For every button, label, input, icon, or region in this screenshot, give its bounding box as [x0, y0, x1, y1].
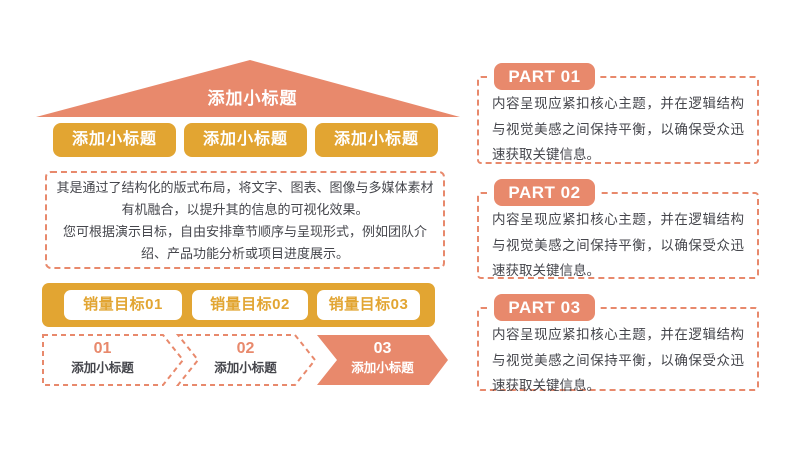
step-arrow-2-outline	[175, 334, 317, 386]
part-1-body-box: 内容呈现应紧扣核心主题，并在逻辑结构与视觉美感之间保持平衡，以确保受众迅速获取关…	[477, 76, 759, 164]
sales-goal-button-2: 销量目标02	[192, 290, 308, 320]
step-3-number: 03	[373, 340, 392, 357]
part-2-body-text: 内容呈现应紧扣核心主题，并在逻辑结构与视觉美感之间保持平衡，以确保受众迅速获取关…	[492, 212, 744, 278]
part-1-badge: PART 01	[494, 63, 595, 90]
part-3-body-text: 内容呈现应紧扣核心主题，并在逻辑结构与视觉美感之间保持平衡，以确保受众迅速获取关…	[492, 327, 744, 393]
step-2-number: 02	[236, 340, 255, 357]
part-2-body-box: 内容呈现应紧扣核心主题，并在逻辑结构与视觉美感之间保持平衡，以确保受众迅速获取关…	[477, 192, 759, 279]
step-arrow-1-outline	[42, 334, 185, 386]
process-arrows-shape	[42, 334, 448, 386]
room-box-1: 添加小标题	[53, 123, 176, 157]
roof-title: 添加小标题	[207, 89, 298, 108]
part-3-badge: PART 03	[494, 294, 595, 321]
room-box-3: 添加小标题	[315, 123, 438, 157]
step-1-number: 01	[93, 340, 112, 357]
step-1: 01 添加小标题	[55, 338, 150, 378]
sales-goal-button-1: 销量目标01	[64, 290, 182, 320]
description-box: 其是通过了结构化的版式布局，将文字、图表、图像与多媒体素材有机融合，以提升其的信…	[45, 171, 445, 269]
part-3-body-box: 内容呈现应紧扣核心主题，并在逻辑结构与视觉美感之间保持平衡，以确保受众迅速获取关…	[477, 307, 759, 393]
sales-goal-bar: 销量目标01 销量目标02 销量目标03	[42, 283, 435, 327]
part-1-body-text: 内容呈现应紧扣核心主题，并在逻辑结构与视觉美感之间保持平衡，以确保受众迅速获取关…	[492, 96, 744, 162]
step-1-label: 添加小标题	[71, 361, 134, 375]
step-2-label: 添加小标题	[214, 361, 277, 375]
description-paragraph-2: 您可根据演示目标，自由安排章节顺序与呈现形式，例如团队介绍、产品功能分析或项目进…	[62, 224, 427, 261]
roof-triangle-shape	[36, 60, 460, 117]
step-3-label: 添加小标题	[351, 361, 414, 375]
description-paragraph-1: 其是通过了结构化的版式布局，将文字、图表、图像与多媒体素材有机融合，以提升其的信…	[56, 180, 434, 217]
part-2-badge: PART 02	[494, 179, 595, 206]
room-box-2: 添加小标题	[184, 123, 307, 157]
sales-goal-button-3: 销量目标03	[317, 290, 420, 320]
step-arrow-3-solid	[317, 335, 448, 385]
step-3: 03 添加小标题	[335, 338, 430, 378]
step-2: 02 添加小标题	[198, 338, 293, 378]
